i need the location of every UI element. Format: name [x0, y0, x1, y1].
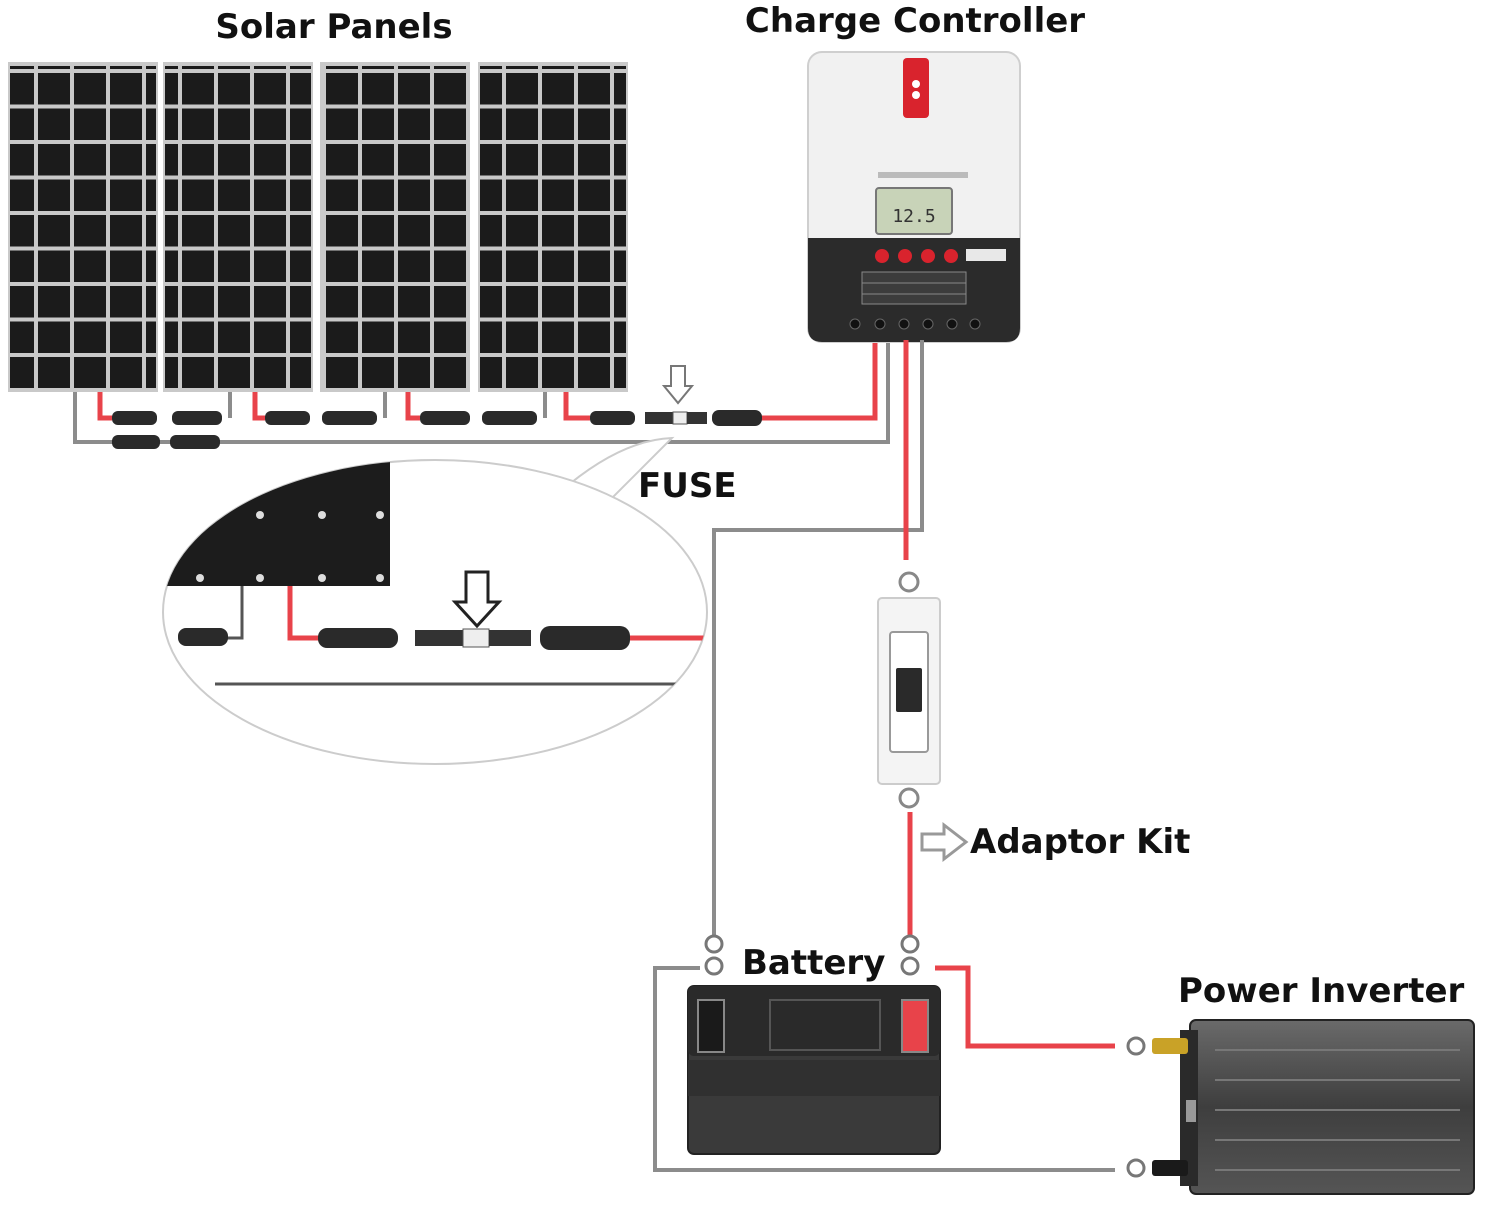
right-arrow-icon [920, 821, 969, 863]
controller-button[interactable] [875, 249, 889, 263]
label-power-inverter: Power Inverter [1178, 971, 1465, 1011]
label-charge-controller: Charge Controller [745, 1, 1085, 41]
down-arrow-icon [451, 570, 503, 629]
controller-button[interactable] [898, 249, 912, 263]
battery-wiring [653, 340, 1146, 1178]
inverter-positive-post [1152, 1038, 1188, 1054]
label-solar-panels: Solar Panels [215, 7, 452, 47]
controller-button[interactable] [921, 249, 935, 263]
power-inverter [1152, 1019, 1475, 1195]
solar-panel [478, 62, 628, 392]
charge-controller: 12.5 [807, 51, 1021, 343]
fuse-zoom-callout [162, 436, 708, 765]
panel-wiring [73, 340, 890, 449]
solar-panel [163, 62, 313, 392]
battery [687, 985, 941, 1155]
solar-panel [320, 62, 470, 392]
down-arrow-icon [661, 365, 695, 405]
positive-terminal [901, 999, 929, 1053]
controller-button[interactable] [944, 249, 958, 263]
fuse-holder [877, 571, 941, 809]
negative-terminal [697, 999, 725, 1053]
solar-panel-array [8, 62, 628, 392]
controller-display-value: 12.5 [892, 206, 935, 227]
controller-display [875, 187, 953, 235]
solar-panel [8, 62, 158, 392]
label-adaptor-kit: Adaptor Kit [970, 822, 1190, 862]
label-battery: Battery [742, 943, 885, 983]
inverter-negative-post [1152, 1160, 1188, 1176]
label-fuse: FUSE [638, 466, 737, 506]
